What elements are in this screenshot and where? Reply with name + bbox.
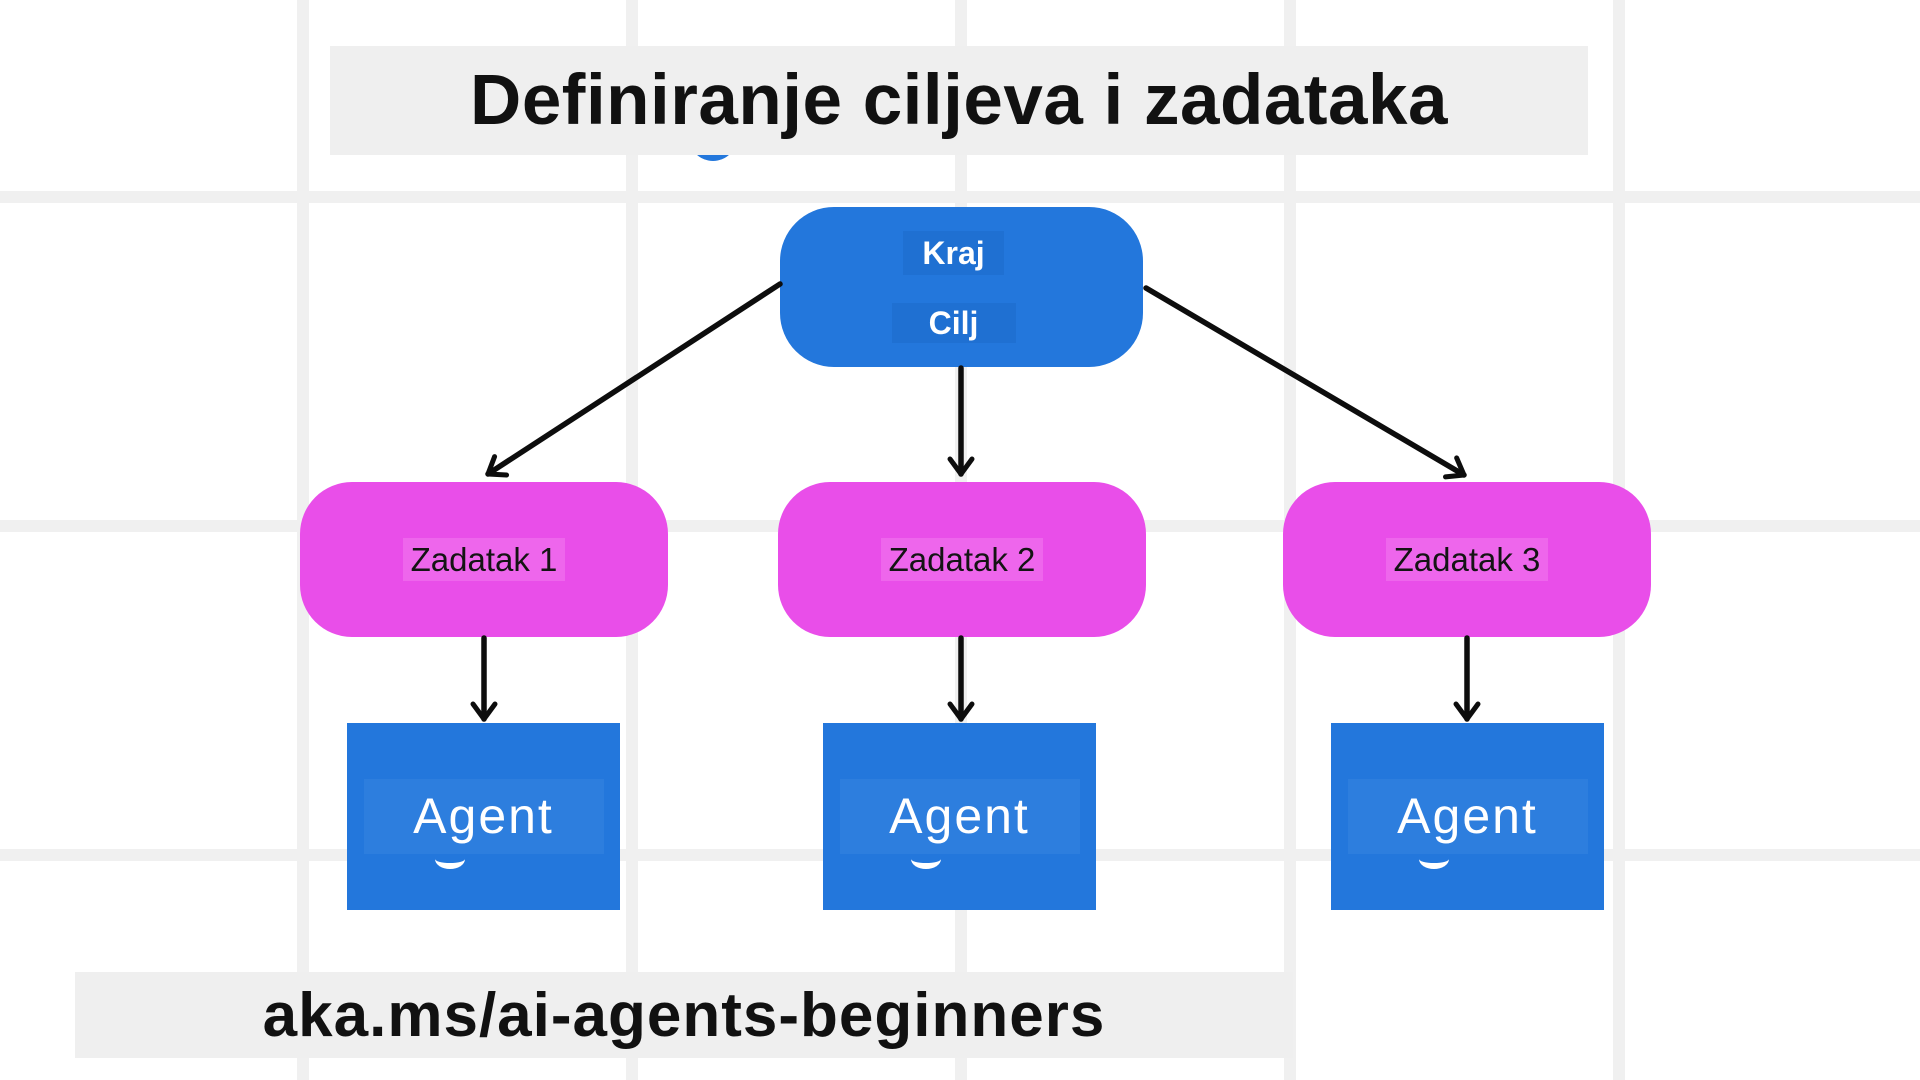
task-label: Zadatak 1 xyxy=(402,538,566,581)
white-scribble-mark xyxy=(1419,849,1449,869)
agent-label: Agent xyxy=(1347,779,1588,854)
goal-label-kraj: Kraj xyxy=(903,231,1004,275)
task-node-1[interactable]: Zadatak 1 xyxy=(300,482,668,637)
goal-node[interactable]: Kraj Cilj xyxy=(780,207,1143,367)
task-label: Zadatak 2 xyxy=(880,538,1044,581)
task-node-3[interactable]: Zadatak 3 xyxy=(1283,482,1651,637)
agent-node-2[interactable]: Agent xyxy=(823,723,1096,910)
task-node-2[interactable]: Zadatak 2 xyxy=(778,482,1146,637)
footer-link-text: aka.ms/ai-agents-beginners xyxy=(262,980,1106,1050)
arrow-goal-to-task-1 xyxy=(485,281,783,478)
title-banner: Definiranje ciljeva i zadataka xyxy=(330,46,1588,155)
white-scribble-mark xyxy=(435,849,465,869)
footer-banner: aka.ms/ai-agents-beginners xyxy=(75,972,1293,1058)
white-scribble-mark xyxy=(911,849,941,869)
agent-label: Agent xyxy=(363,779,604,854)
agent-label: Agent xyxy=(839,779,1080,854)
agent-node-1[interactable]: Agent xyxy=(347,723,620,910)
page-title: Definiranje ciljeva i zadataka xyxy=(470,61,1448,140)
arrow-goal-to-task-3 xyxy=(1143,285,1467,480)
goal-label-cilj: Cilj xyxy=(891,303,1016,343)
agent-node-3[interactable]: Agent xyxy=(1331,723,1604,910)
task-label: Zadatak 3 xyxy=(1385,538,1549,581)
